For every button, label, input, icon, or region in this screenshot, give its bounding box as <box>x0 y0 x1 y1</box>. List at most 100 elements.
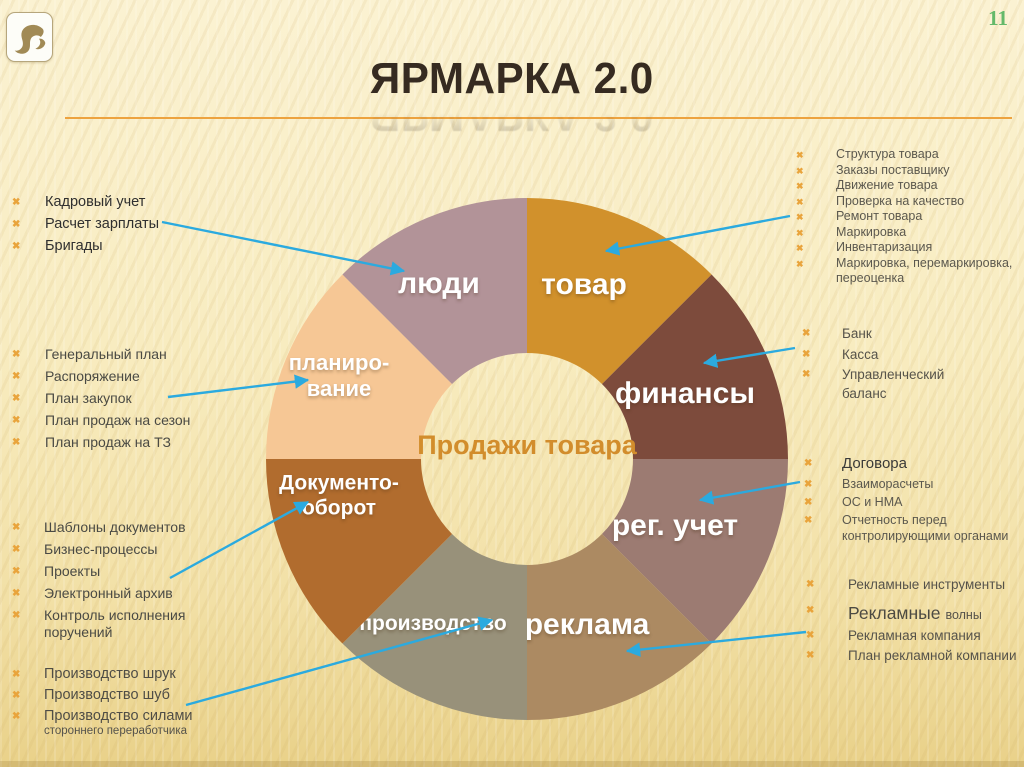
bullet-x-icon: ✖ <box>802 328 811 339</box>
list-item: ✖Расчет зарплаты <box>12 216 160 232</box>
list-item: ✖ОС и НМА <box>804 495 903 509</box>
page-number: 11 <box>988 6 1008 30</box>
bullet-x-icon: ✖ <box>12 522 21 533</box>
list-item: ✖Производство шуб <box>12 687 170 703</box>
bullet-x-icon: ✖ <box>804 479 813 490</box>
bullet-x-icon: ✖ <box>12 393 21 404</box>
docflow-feature-list: ✖Шаблоны документов ✖Бизнес-процессы ✖Пр… <box>12 519 219 646</box>
bullet-x-icon: ✖ <box>12 349 21 360</box>
bullet-x-icon: ✖ <box>802 348 811 360</box>
donut-segment-7 <box>266 274 453 459</box>
list-item: ✖План рекламной компании <box>806 648 1017 663</box>
donut-segment-6 <box>266 459 453 644</box>
bullet-x-icon: ✖ <box>804 497 813 508</box>
page-title-reflection: ЯРМАРКА 2.0 <box>370 91 654 141</box>
list-item-emphasis: Рекламные <box>848 603 941 623</box>
list-item: ✖Маркировка <box>796 224 907 239</box>
list-item: ✖Договора <box>804 455 907 472</box>
list-item: ✖Проверка на качество <box>796 193 965 208</box>
bullet-x-icon: ✖ <box>796 165 804 176</box>
donut-center-label: Продажи товара <box>417 430 637 460</box>
donut-segment-label: рег. учет <box>612 509 738 542</box>
donut-segment-label: производство <box>359 612 506 635</box>
finance-feature-list: ✖Банк ✖Касса ✖Управленческий баланс <box>802 324 967 405</box>
bullet-x-icon: ✖ <box>806 605 815 616</box>
goods-feature-list: ✖Структура товара ✖Заказы поставщику ✖Дв… <box>796 147 1018 287</box>
bullet-x-icon: ✖ <box>12 588 21 599</box>
bullet-x-icon: ✖ <box>796 212 804 222</box>
list-item: ✖Кадровый учет <box>12 194 146 210</box>
donut-segment-label: Документо-оборот <box>279 471 399 519</box>
list-item: ✖Рекламная компания <box>806 628 981 643</box>
list-item: ✖Проекты <box>12 563 101 579</box>
bullet-x-icon: ✖ <box>12 544 21 555</box>
list-item: ✖Заказы поставщику <box>796 162 950 177</box>
bullet-x-icon: ✖ <box>806 650 815 661</box>
donut-segment-4 <box>527 533 712 720</box>
list-item: ✖Бригады <box>12 238 103 254</box>
bullet-x-icon: ✖ <box>12 711 21 722</box>
donut-segment-3 <box>601 459 788 644</box>
list-item: ✖План продаж на сезон <box>12 412 191 428</box>
donut-segment-2 <box>601 274 788 459</box>
list-item: ✖Шаблоны документов <box>12 519 186 535</box>
people-feature-list: ✖Кадровый учет ✖Расчет зарплаты ✖Бригады <box>12 194 227 260</box>
donut-segment-label: реклама <box>525 608 650 641</box>
list-item: ✖Касса <box>802 346 879 362</box>
title-underline <box>65 117 1012 119</box>
donut-segment-label: планиро-вание <box>289 350 390 401</box>
bullet-x-icon: ✖ <box>802 369 811 380</box>
bullet-x-icon: ✖ <box>796 227 804 238</box>
production-feature-list: ✖Производство шрук ✖Производство шуб ✖ Пр… <box>12 666 257 742</box>
list-item: ✖Электронный архив <box>12 585 173 601</box>
bullet-x-icon: ✖ <box>12 241 21 252</box>
list-item: ✖Взаиморасчеты <box>804 477 934 491</box>
planning-feature-list: ✖Генеральный план ✖Распоряжение ✖План за… <box>12 346 237 456</box>
bullet-x-icon: ✖ <box>12 437 21 448</box>
list-item: ✖Ремонт товара <box>796 209 923 223</box>
list-item: ✖Бизнес-процессы <box>12 541 158 557</box>
bullet-x-icon: ✖ <box>12 610 21 621</box>
bullet-x-icon: ✖ <box>12 415 21 426</box>
bullet-x-icon: ✖ <box>796 196 804 207</box>
list-item-text: Производство силами <box>44 708 193 724</box>
bullet-x-icon: ✖ <box>12 219 21 230</box>
bullet-x-icon: ✖ <box>12 566 21 577</box>
bullet-x-icon: ✖ <box>796 181 804 191</box>
bullet-x-icon: ✖ <box>796 243 804 253</box>
list-item: ✖Рекламные инструменты <box>806 577 1006 592</box>
list-item: ✖Движение товара <box>796 178 938 192</box>
list-item: ✖Банк <box>802 326 872 341</box>
bullet-x-icon: ✖ <box>12 371 21 382</box>
list-item: ✖Структура товара <box>796 147 939 161</box>
page-title: ЯРМАРКА 2.0 <box>370 54 654 103</box>
company-logo <box>6 12 53 62</box>
list-item: ✖Распоряжение <box>12 368 140 384</box>
list-item: ✖План продаж на ТЗ <box>12 434 171 450</box>
donut-segment-label: товар <box>541 268 627 301</box>
bullet-x-icon: ✖ <box>12 669 21 680</box>
donut-segment-label: люди <box>398 267 480 300</box>
list-item: ✖Инвентаризация <box>796 240 933 254</box>
donut-segment-label: финансы <box>615 377 755 410</box>
bullet-x-icon: ✖ <box>806 630 815 641</box>
title-block: ЯРМАРКА 2.0 ЯРМАРКА 2.0 <box>0 54 1024 141</box>
fair-swirl-logo-icon <box>14 24 45 54</box>
bullet-x-icon: ✖ <box>804 458 813 469</box>
list-item-subtext: стороннего переработчика <box>44 725 188 737</box>
bullet-x-icon: ✖ <box>12 197 21 208</box>
list-item: ✖Управленческий баланс <box>802 367 945 401</box>
list-item: ✖План закупок <box>12 390 132 406</box>
bullet-x-icon: ✖ <box>804 515 813 526</box>
bullet-x-icon: ✖ <box>796 258 804 269</box>
list-item: ✖Контроль исполнения поручений <box>12 607 186 640</box>
list-item: ✖Производство шрук <box>12 666 176 682</box>
bullet-x-icon: ✖ <box>796 150 804 160</box>
list-item: ✖Маркировка, перемаркировка, переоценка <box>796 255 1013 286</box>
list-item: ✖Генеральный план <box>12 346 167 362</box>
reg-accounting-feature-list: ✖Договора ✖Взаиморасчеты ✖ОС и НМА ✖Отче… <box>804 455 1024 546</box>
